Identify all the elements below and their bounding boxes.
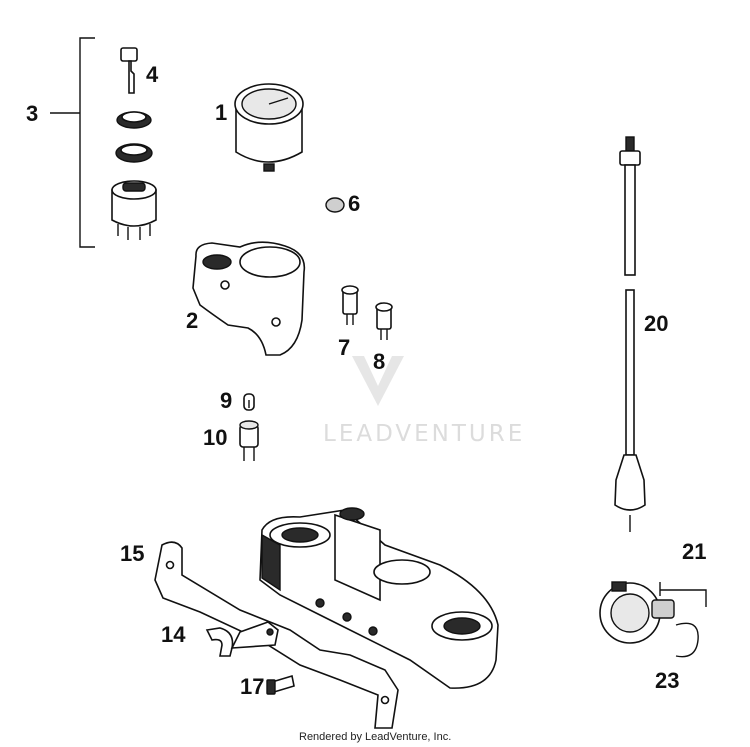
callout-17: 17 — [240, 674, 264, 699]
bracket-3 — [50, 37, 95, 248]
callout-2: 2 — [186, 308, 198, 333]
part-1-gauge[interactable] — [234, 83, 304, 172]
callout-23: 23 — [655, 668, 679, 693]
part-6-plug[interactable] — [325, 197, 345, 213]
callout-7: 7 — [338, 335, 350, 360]
callout-14: 14 — [161, 622, 186, 647]
part-21-drive-unit[interactable] — [599, 581, 707, 644]
part-10-bulb-holder[interactable] — [239, 420, 259, 461]
watermark-logo — [352, 356, 404, 406]
callout-9: 9 — [220, 388, 232, 413]
callout-10: 10 — [203, 425, 227, 450]
callout-1: 1 — [215, 100, 227, 125]
part-14-strap[interactable] — [205, 621, 279, 657]
part-9-bulb[interactable] — [243, 393, 255, 411]
part-2-housing[interactable] — [192, 241, 306, 356]
part-20-cable[interactable] — [614, 136, 646, 532]
part-7-socket[interactable] — [341, 285, 359, 325]
watermark: LEADVENTURE — [323, 356, 525, 447]
callout-15: 15 — [120, 541, 144, 566]
part-3-ignition-switch[interactable] — [111, 111, 157, 240]
part-23-clip[interactable] — [675, 622, 699, 658]
callout-8: 8 — [373, 349, 385, 374]
watermark-text: LEADVENTURE — [323, 421, 525, 447]
callout-4: 4 — [146, 62, 159, 87]
callout-20: 20 — [644, 311, 668, 336]
triple-clamp[interactable] — [259, 507, 499, 689]
part-4-key[interactable] — [120, 47, 138, 94]
part-17-bolt[interactable] — [266, 674, 295, 695]
footer-credit: Rendered by LeadVenture, Inc. — [299, 731, 451, 743]
callout-3: 3 — [26, 101, 38, 126]
callout-21: 21 — [682, 539, 706, 564]
callout-6: 6 — [348, 191, 360, 216]
part-8-socket[interactable] — [375, 302, 393, 340]
